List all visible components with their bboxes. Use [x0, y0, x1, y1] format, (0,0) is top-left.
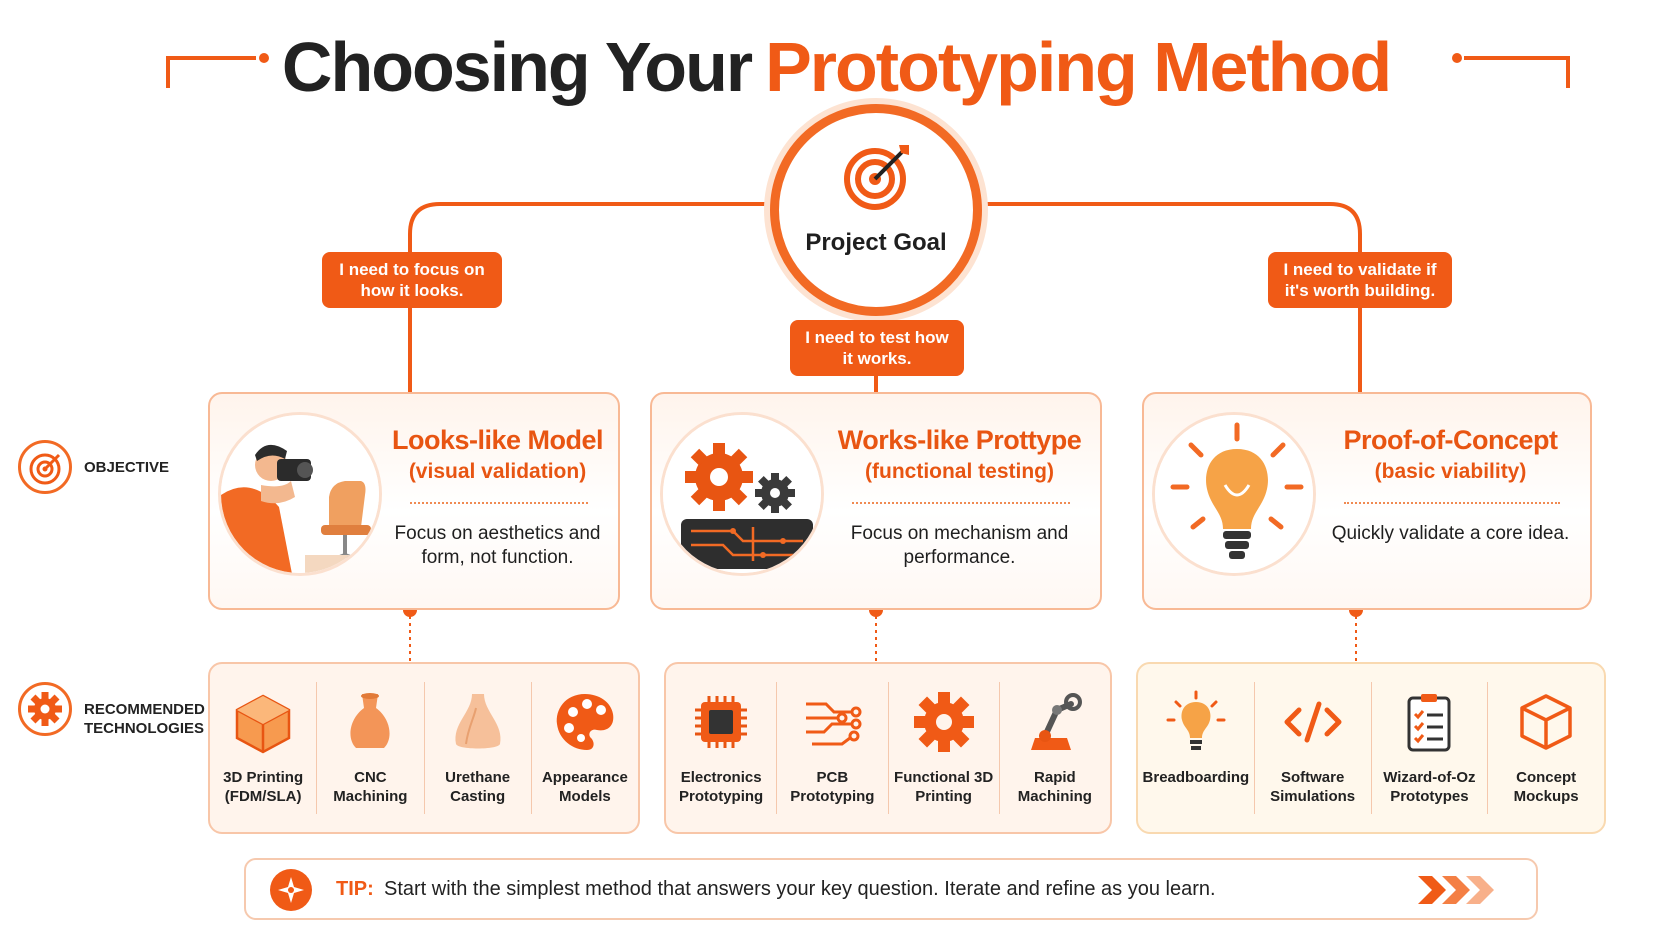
gears-circuit-illustration [660, 412, 824, 576]
card-divider [410, 502, 588, 504]
tech-item-label: 3D Printing (FDM/SLA) [223, 769, 304, 805]
card-divider [1344, 502, 1560, 504]
tech-item-rapid-machining: Rapid Machining [1000, 682, 1110, 814]
objective-icon [18, 440, 72, 494]
tech-item-cnc-machining: CNC Machining [317, 682, 425, 814]
tech-item-3d-printing: 3D Printing (FDM/SLA) [210, 682, 318, 814]
tech-panel-looks-like: 3D Printing (FDM/SLA) CNC Machining Uret… [208, 662, 640, 834]
lightbulb-illustration [1152, 412, 1316, 576]
card-subtitle: (visual validation) [408, 460, 587, 483]
card-title: Looks-like Model [391, 425, 604, 455]
clipboard-icon [1407, 694, 1451, 752]
photographer-illustration [218, 412, 382, 576]
card-subtitle: (basic viability) [1374, 460, 1527, 483]
tech-item-software-simulations: Software Simulations [1255, 682, 1372, 814]
tip-bar: TIP: Start with the simplest method that… [244, 858, 1538, 920]
card-subtitle: (functional testing) [865, 460, 1054, 483]
tech-item-label: PCB Prototyping [790, 769, 875, 805]
project-goal-label: Project Goal [805, 229, 947, 256]
compass-icon [270, 869, 312, 911]
palette-icon [556, 694, 614, 750]
card-description: Focus on mechanism and performance. [850, 523, 1069, 568]
tech-item-breadboarding: Breadboarding [1138, 682, 1255, 814]
code-icon [1284, 701, 1342, 743]
card-description: Quickly validate a core idea. [1331, 523, 1570, 544]
target-icon [844, 145, 909, 210]
tech-panel-works-like: Electronics Prototyping PCB Prototyping … [664, 662, 1112, 834]
tech-item-electronics: Electronics Prototyping [666, 682, 778, 814]
tech-item-concept-mockups: Concept Mockups [1488, 682, 1604, 814]
tech-item-label: Concept Mockups [1513, 769, 1579, 805]
card-title: Proof-of-Concept [1343, 425, 1558, 455]
question-pill-looks: I need to focus on how it looks. [322, 252, 502, 308]
casting-icon [455, 694, 501, 749]
technologies-label: RECOMMENDED TECHNOLOGIES [84, 701, 205, 737]
cube-icon [235, 694, 291, 754]
tech-item-label: Functional 3D Printing [894, 769, 994, 805]
tech-item-label: CNC Machining [333, 769, 408, 805]
objective-label: OBJECTIVE [84, 459, 170, 476]
vase-icon [350, 693, 390, 748]
tech-panel-proof-of-concept: Breadboarding Software Simulations Wizar… [1136, 662, 1606, 834]
chevrons-icon [1418, 876, 1494, 904]
tech-item-label: Wizard-of-Oz Prototypes [1383, 769, 1476, 805]
technologies-gear-icon [18, 682, 72, 736]
gear-icon [913, 692, 974, 752]
tech-item-appearance-models: Appearance Models [532, 682, 638, 814]
tech-item-label: Software Simulations [1270, 769, 1356, 805]
tech-item-label: Urethane Casting [445, 769, 511, 805]
tech-item-label: Appearance Models [541, 769, 628, 805]
card-looks-like-model: Looks-like Model (visual validation) Foc… [208, 392, 620, 610]
card-proof-of-concept: Proof-of-Concept (basic viability) Quick… [1142, 392, 1592, 610]
project-goal-node: Project Goal [770, 104, 982, 316]
tech-item-label: Breadboarding [1142, 769, 1250, 786]
tip-key: TIP: [336, 878, 374, 900]
robot-arm-icon [1030, 693, 1082, 750]
tech-item-functional-3d: Functional 3D Printing [889, 682, 1000, 814]
box-outline-icon [1520, 694, 1572, 750]
tech-item-wizard-of-oz: Wizard-of-Oz Prototypes [1372, 682, 1489, 814]
title-part-2: Prototyping Method [765, 28, 1392, 106]
card-description: Focus on aesthetics and form, not functi… [394, 523, 601, 568]
tech-item-label: Electronics Prototyping [679, 769, 764, 805]
tech-item-pcb: PCB Prototyping [777, 682, 889, 814]
card-works-like-prototype: Works-like Prottype (functional testing)… [650, 392, 1102, 610]
tip-text: Start with the simplest method that answ… [384, 878, 1216, 900]
circuit-icon [806, 702, 862, 746]
card-title: Works-like Prottype [837, 425, 1082, 455]
lightbulb-icon [1166, 690, 1226, 750]
tech-item-urethane-casting: Urethane Casting [425, 682, 532, 814]
question-pill-worth: I need to validate if it's worth buildin… [1268, 252, 1452, 308]
title-part-1: Choosing Your [281, 28, 753, 106]
card-divider [852, 502, 1070, 504]
question-pill-works: I need to test how it works. [790, 320, 964, 376]
chip-icon [695, 696, 748, 748]
tech-item-label: Rapid Machining [1017, 769, 1092, 805]
